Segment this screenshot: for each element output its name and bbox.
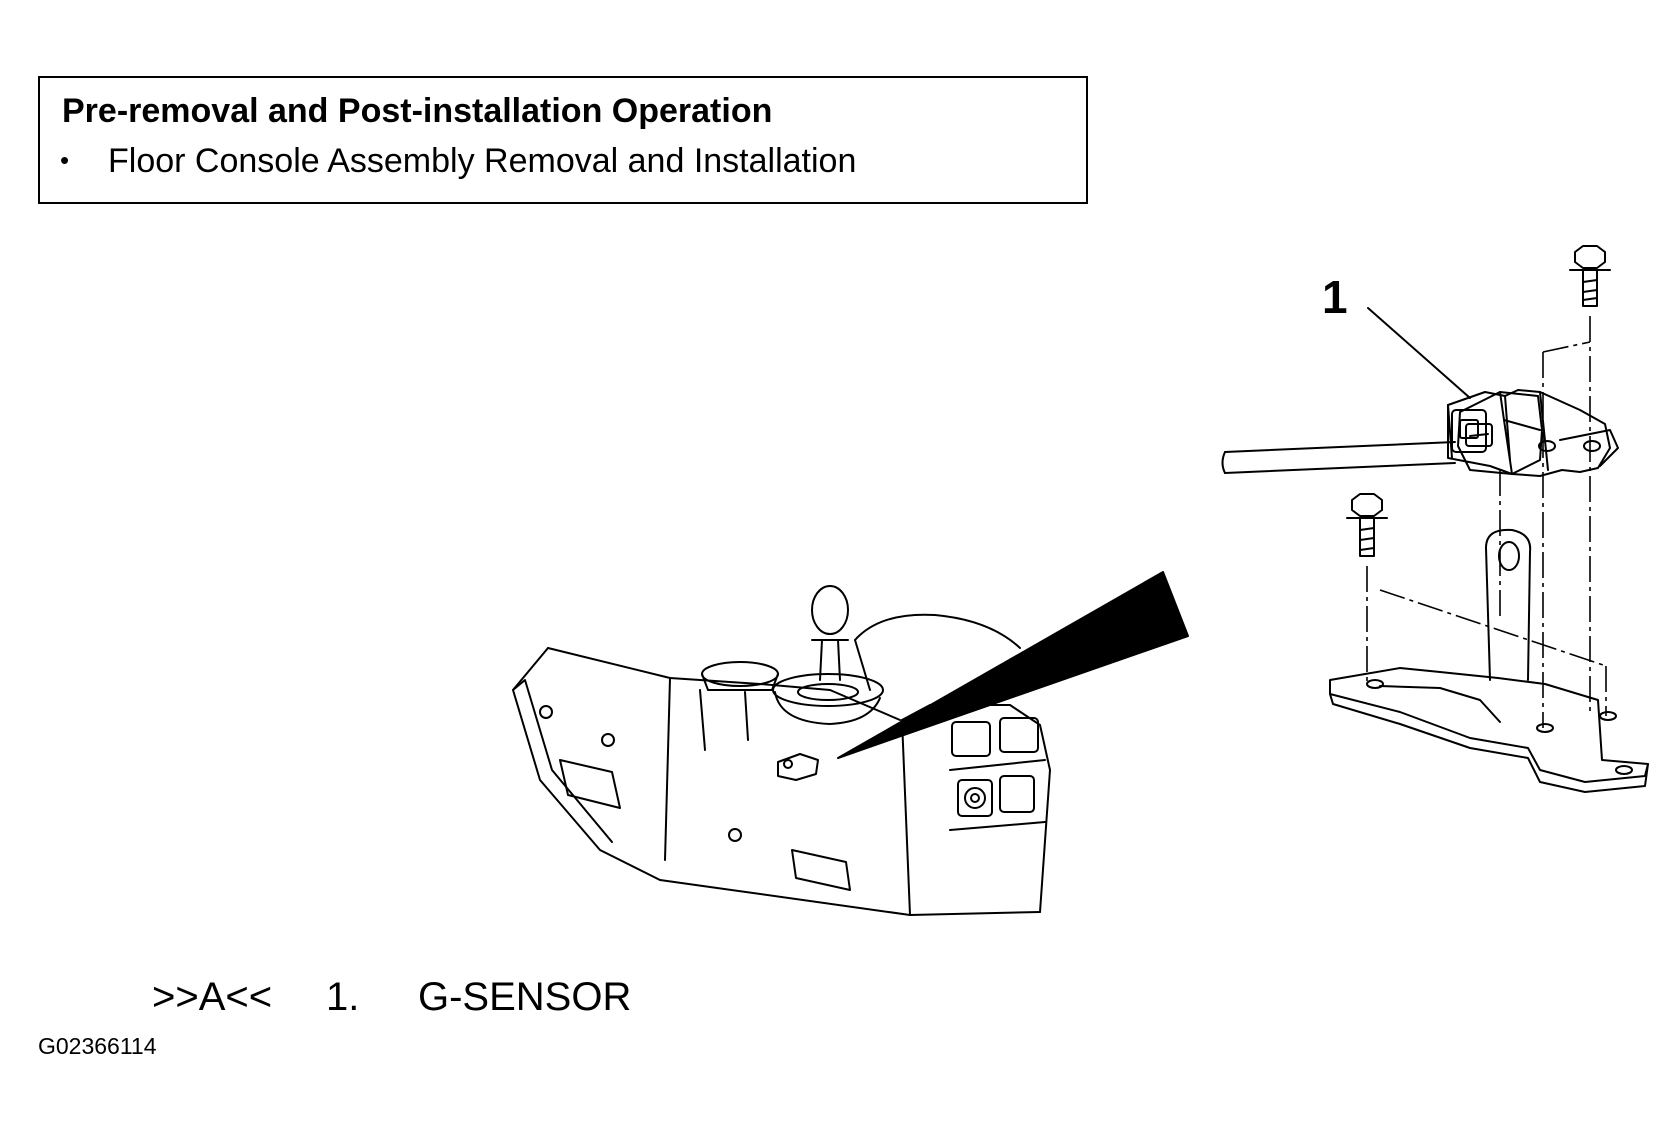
bolt-top-illustration	[1569, 245, 1611, 307]
location-pointer-wedge	[837, 571, 1189, 759]
note-item: • Floor Console Assembly Removal and Inst…	[60, 142, 856, 181]
floor-console-illustration	[512, 585, 1051, 916]
bolt-lower-illustration	[1346, 493, 1388, 557]
callout-1-leader	[1367, 307, 1471, 399]
mounting-bracket-illustration	[1329, 528, 1649, 793]
callout-label-1: 1	[1322, 271, 1348, 323]
figure-id: G02366114	[38, 1033, 157, 1059]
note-title: Pre-removal and Post-installation Operat…	[62, 92, 773, 130]
legend-procedure-code: >>A<<	[152, 975, 273, 1019]
wire-harness-connector-illustration	[1221, 391, 1543, 475]
g-sensor-illustration	[1447, 389, 1619, 477]
legend-item-number: 1.	[326, 975, 360, 1019]
bullet-icon: •	[60, 145, 70, 175]
legend-item-name: G-SENSOR	[418, 975, 632, 1019]
pre-removal-note-box: Pre-removal and Post-installation Operat…	[38, 76, 1088, 204]
note-item-text: Floor Console Assembly Removal and Insta…	[108, 142, 857, 180]
